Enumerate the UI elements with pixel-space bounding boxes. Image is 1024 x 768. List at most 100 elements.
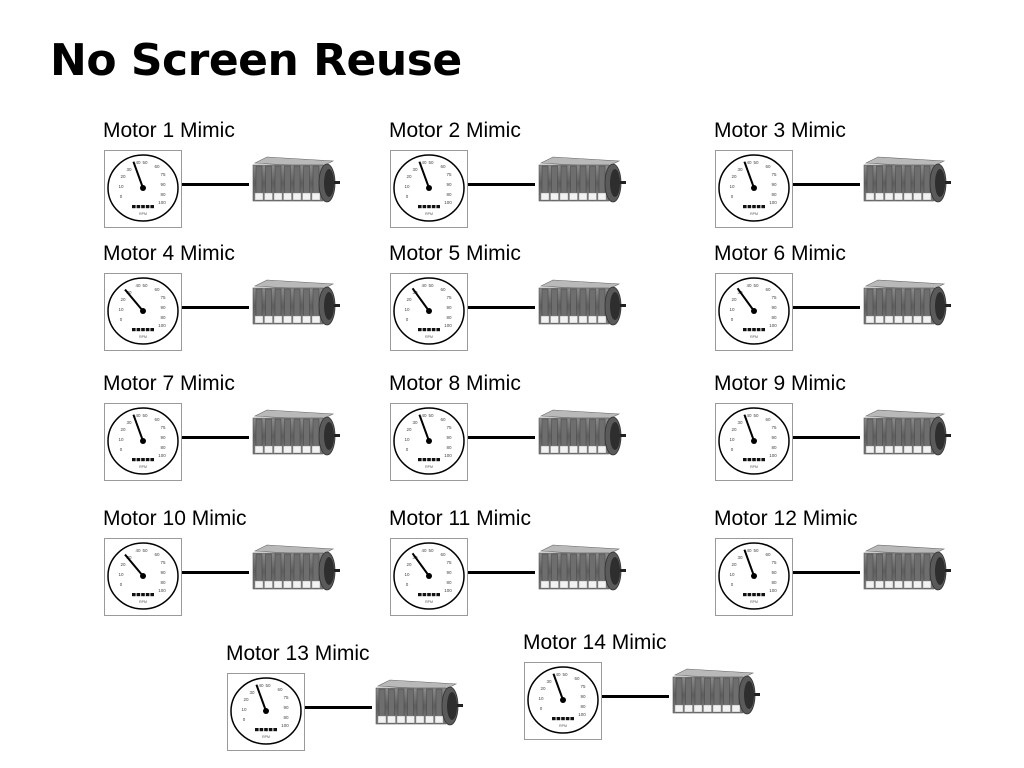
gauge-tick-label: 10	[538, 696, 544, 701]
gauge-tick-label: 80	[446, 580, 452, 585]
gauge-tick-label: 60	[440, 164, 446, 169]
gauge-readout	[552, 717, 574, 721]
gauge-tick-label: 10	[729, 184, 735, 189]
connector-line	[305, 706, 372, 709]
gauge-tick-label: 30	[126, 420, 132, 425]
connector-line	[468, 571, 535, 574]
motor-image[interactable]	[535, 408, 627, 473]
gauge-hub	[426, 308, 432, 314]
gauge-tick-label: 100	[769, 588, 777, 593]
gauge-unit: RPM	[139, 212, 147, 216]
gauge-tick-label: 30	[737, 420, 743, 425]
motor-image[interactable]	[669, 667, 761, 732]
gauge-tick-label: 40	[746, 283, 752, 288]
motor-image[interactable]	[535, 155, 627, 220]
gauge-tick-label: 100	[769, 453, 777, 458]
gauge-needle	[411, 287, 430, 312]
motor-image[interactable]	[249, 408, 341, 473]
motor-image[interactable]	[860, 408, 952, 473]
gauge-tick-label: 40	[135, 548, 141, 553]
motor-image[interactable]	[860, 155, 952, 220]
gauge-unit: RPM	[139, 600, 147, 604]
motor-image[interactable]	[860, 543, 952, 608]
motor-image[interactable]	[372, 678, 464, 743]
gauge-tick-label: 80	[771, 315, 777, 320]
gauge-tick-label: 90	[771, 305, 777, 310]
gauge-tick-label: 90	[446, 182, 452, 187]
gauge-needle	[743, 549, 755, 577]
gauge-tick-label: 10	[118, 572, 124, 577]
gauge-hub	[751, 308, 757, 314]
gauge-tick-label: 80	[446, 445, 452, 450]
gauge-tick-label: 0	[406, 447, 409, 452]
motor-image[interactable]	[535, 278, 627, 343]
gauge-tick-label: 60	[440, 417, 446, 422]
gauge-tick-label: 90	[446, 305, 452, 310]
gauge-tick-label: 10	[118, 307, 124, 312]
gauge-tick-label: 75	[771, 560, 777, 565]
gauge-needle	[132, 414, 144, 442]
mimic-label: Motor 1 Mimic	[103, 119, 235, 142]
motor-image[interactable]	[249, 155, 341, 220]
gauge-readout	[743, 593, 765, 597]
gauge-tick-label: 90	[160, 305, 166, 310]
motor-image[interactable]	[860, 278, 952, 343]
gauge-hub	[426, 185, 432, 191]
gauge-tick-label: 40	[135, 160, 141, 165]
motor-image[interactable]	[249, 543, 341, 608]
gauge-tick-label: 40	[421, 413, 427, 418]
motor-image[interactable]	[249, 278, 341, 343]
gauge-tick-label: 50	[753, 413, 759, 418]
gauge-tick-label: 100	[444, 453, 452, 458]
gauge-tick-label: 50	[142, 548, 148, 553]
gauge-tick-label: 100	[158, 200, 166, 205]
gauge-tick-label: 80	[160, 315, 166, 320]
gauge-tick-label: 0	[731, 317, 734, 322]
motor-icon	[252, 156, 340, 203]
gauge-hub	[751, 573, 757, 579]
gauge-needle	[124, 288, 144, 312]
gauge-tick-label: 60	[154, 164, 160, 169]
gauge-tick-label: 30	[737, 167, 743, 172]
gauge-tick-label: 75	[160, 560, 166, 565]
gauge-tick-label: 50	[142, 283, 148, 288]
gauge-hub	[751, 438, 757, 444]
gauge-tick-label: 10	[404, 307, 410, 312]
gauge-tick-label: 0	[731, 447, 734, 452]
gauge-tick-label: 75	[446, 425, 452, 430]
motor-icon	[252, 409, 340, 456]
motor-image[interactable]	[535, 543, 627, 608]
